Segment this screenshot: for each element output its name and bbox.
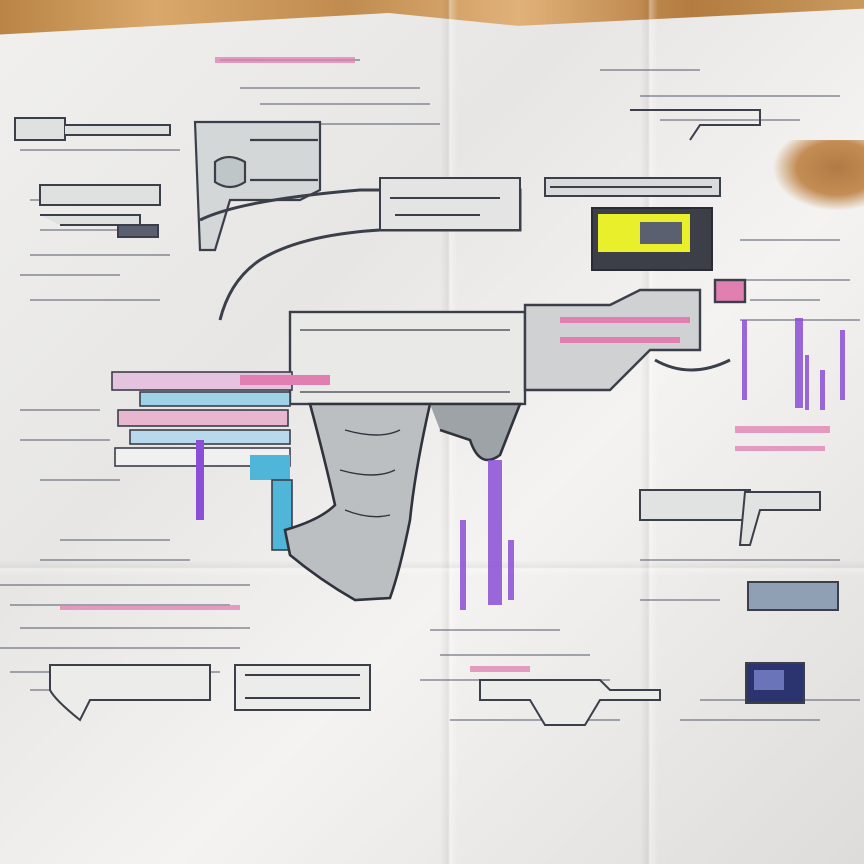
barrel-assembly <box>199 177 721 321</box>
receiver-body <box>288 278 747 406</box>
scope-box <box>591 207 713 271</box>
glitch-color-layers <box>111 371 330 551</box>
paper-tear <box>774 140 864 210</box>
rifle-stock <box>193 120 322 252</box>
annotation-scribbles <box>0 59 860 721</box>
part-sketches-bottom <box>49 664 661 726</box>
pistol-grip <box>283 402 522 602</box>
dimension-bars <box>460 318 845 610</box>
pink-highlight-marks <box>60 57 830 672</box>
part-sketches-right <box>630 109 839 704</box>
paper-fold-horizontal <box>0 560 864 576</box>
part-sketches-left <box>14 117 171 238</box>
